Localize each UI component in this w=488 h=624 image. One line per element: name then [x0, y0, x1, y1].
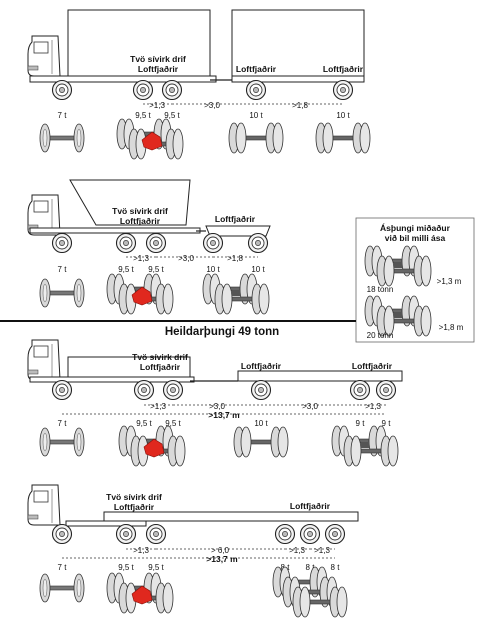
- rig-3-dimension-lines: [62, 404, 386, 415]
- rig-1-spacing-2: >3,0: [204, 101, 220, 110]
- rig-4-spacing-3: >1,3: [289, 546, 305, 555]
- rig-3-trailer-rear-label: Loftfjaðrir: [352, 361, 393, 371]
- rig-1-drive-label-1: Tvö sívirk drif: [130, 54, 186, 64]
- rig-3-spacing-2: >3,0: [209, 402, 225, 411]
- axle-spacing-inset: Ásþungi miðaður við bil milli ása 18 ton…: [355, 217, 475, 343]
- rig-2-load-2: 9,5 t: [118, 265, 134, 274]
- rig-1-spacing-1: >1,3: [149, 101, 165, 110]
- inset-title-line-1: Ásþungi miðaður: [380, 223, 451, 233]
- rig-4-load-5: 8 t: [306, 563, 316, 572]
- rig-2-spacing-2: >3,0: [178, 254, 194, 263]
- rig-2-drive-label-1: Tvö sívirk drif: [112, 206, 168, 216]
- section-heading: Heildarþungi 49 tonn: [165, 326, 279, 338]
- rig-2-axle-trailer: [203, 274, 269, 314]
- rig-4-axle-steer: [39, 573, 85, 603]
- rig-3-load-4: 10 t: [254, 419, 268, 428]
- rig-3-truck-full-trailer: Tvö sívirk drif Loftfjaðrir Loftfjaðrir …: [27, 339, 403, 466]
- rig-3-axle-trailer-front: [233, 426, 289, 458]
- rig-4-total-length: >13,7 m: [206, 554, 238, 564]
- rig-2-load-1: 7 t: [58, 265, 68, 274]
- rig-3-load-1: 7 t: [58, 419, 68, 428]
- rig-2-load-5: 10 t: [251, 265, 265, 274]
- rig-4-dimension-lines: [62, 548, 335, 559]
- rig-2-spacing-3: >1,8: [227, 254, 243, 263]
- rig-4-spacing-2: > 6,0: [211, 546, 230, 555]
- rig-2-axle-drive: [107, 274, 173, 314]
- rig-3-spacing-1: >1,3: [150, 402, 166, 411]
- inset-title-line-2: við bil milli ása: [385, 233, 446, 243]
- rig-3-load-3: 9,5 t: [165, 419, 181, 428]
- rig-1-load-2: 9,5 t: [135, 111, 151, 120]
- rig-4-spacing-4: >1,3: [314, 546, 330, 555]
- rig-3-drive-label-2: Loftfjaðrir: [140, 362, 181, 372]
- rig-2-drive-label-2: Loftfjaðrir: [120, 216, 161, 226]
- rig-2-trailer-label: Loftfjaðrir: [215, 214, 256, 224]
- rig-1-axle-trailer-rear: [315, 122, 371, 154]
- inset-gap-1: >1,3 m: [437, 277, 462, 286]
- rig-4-drive-label-2: Loftfjaðrir: [114, 502, 155, 512]
- rig-3-spacing-3: >3,0: [302, 402, 318, 411]
- inset-weight-2: 20 tonn: [367, 331, 394, 340]
- rig-2-trailer-side: [196, 225, 271, 254]
- rig-3-truck-side: [27, 339, 195, 401]
- rig-1-axle-trailer-front: [228, 122, 284, 154]
- rig-2-truck-side: [27, 179, 201, 254]
- rig-4-load-3: 9,5 t: [148, 563, 164, 572]
- rig-4-load-2: 9,5 t: [118, 563, 134, 572]
- rig-4-axle-tridem: [273, 567, 347, 617]
- rig-2-spacing-1: >1,3: [133, 254, 149, 263]
- rig-1-trailer-rear-label: Loftfjaðrir: [323, 64, 364, 74]
- rig-3-trailer-side: [190, 370, 403, 401]
- rig-4-trailer-label: Loftfjaðrir: [290, 501, 331, 511]
- inset-gap-2: >1,8 m: [439, 323, 464, 332]
- rig-1-load-5: 10 t: [336, 111, 350, 120]
- rig-4-drive-label-1: Tvö sívirk drif: [106, 492, 162, 502]
- rig-1-axle-drive: [117, 119, 183, 159]
- rig-3-trailer-front-label: Loftfjaðrir: [241, 361, 282, 371]
- rig-1-trailer-side: [210, 9, 365, 101]
- rig-2-axle-steer: [39, 278, 85, 308]
- rig-2-load-3: 9,5 t: [148, 265, 164, 274]
- inset-weight-1: 18 tonn: [367, 285, 394, 294]
- rig-3-drive-label-1: Tvö sívirk drif: [132, 352, 188, 362]
- rig-3-axle-steer: [39, 427, 85, 457]
- rig-4-spacing-1: >1,3: [133, 546, 149, 555]
- rig-2-tipper-trailer: Tvö sívirk drif Loftfjaðrir Loftfjaðrir …: [27, 179, 271, 314]
- rig-4-axle-drive: [107, 573, 173, 613]
- rig-1-load-1: 7 t: [58, 111, 68, 120]
- rig-3-load-5: 9 t: [356, 419, 366, 428]
- rig-4-load-1: 7 t: [58, 563, 68, 572]
- rig-3-axle-drive: [119, 426, 185, 466]
- rig-3-total-length: >13,7 m: [208, 410, 240, 420]
- rig-1-load-3: 9,5 t: [164, 111, 180, 120]
- rig-1-load-4: 10 t: [249, 111, 263, 120]
- rig-4-load-6: 8 t: [331, 563, 341, 572]
- rig-3-spacing-4: >1,3: [365, 402, 381, 411]
- rig-1-spacing-3: >1,8: [292, 101, 308, 110]
- rig-1-truck-trailer: Tvö sívirk drif Loftfjaðrir Loftfjaðrir …: [27, 9, 371, 159]
- rig-4-truck-semitrailer: Tvö sívirk drif Loftfjaðrir Loftfjaðrir …: [27, 484, 359, 617]
- rig-1-trailer-front-label: Loftfjaðrir: [236, 64, 277, 74]
- rig-2-load-4: 10 t: [206, 265, 220, 274]
- rig-1-truck-side: [27, 9, 217, 101]
- rig-3-load-6: 9 t: [382, 419, 392, 428]
- rig-1-drive-label-2: Loftfjaðrir: [138, 64, 179, 74]
- rig-4-semitrailer-side: [103, 511, 359, 545]
- rig-1-axle-steer: [39, 123, 85, 153]
- rig-3-load-2: 9,5 t: [136, 419, 152, 428]
- rig-3-axle-trailer-rear: [332, 426, 398, 466]
